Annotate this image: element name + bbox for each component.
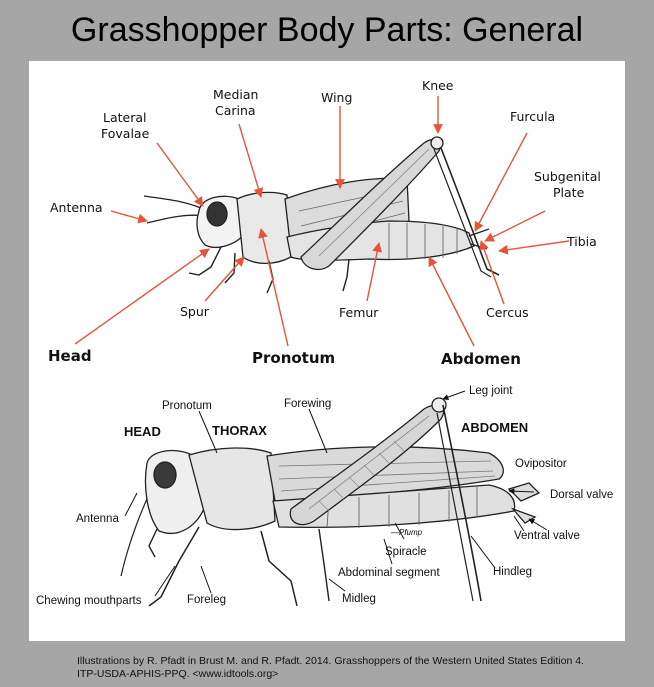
label-cercus: Cercus bbox=[486, 305, 529, 320]
label-foreleg: Foreleg bbox=[187, 594, 226, 606]
illustration-signature: —Pfump bbox=[390, 528, 423, 537]
label-abdomen-big: Abdomen bbox=[441, 350, 521, 368]
credit-line-2: ITP-USDA-APHIS-PPQ. <www.idtools.org> bbox=[77, 668, 279, 680]
label-section-abdomen: ABDOMEN bbox=[461, 420, 528, 435]
label-subgenital-plate-1: Subgenital bbox=[534, 169, 601, 184]
page-title: Grasshopper Body Parts: General bbox=[70, 10, 584, 49]
label-section-head: HEAD bbox=[124, 424, 161, 439]
label-forewing: Forewing bbox=[284, 398, 331, 410]
bottom-grasshopper-illustration bbox=[120, 397, 541, 607]
label-lateral-fovalae-1: Lateral bbox=[103, 110, 147, 125]
label-knee: Knee bbox=[422, 78, 454, 93]
label-median-carina-2: Carina bbox=[215, 103, 256, 118]
label-head-big: Head bbox=[48, 347, 92, 365]
label-hindleg: Hindleg bbox=[493, 566, 532, 578]
label-antenna-top: Antenna bbox=[50, 200, 103, 215]
label-subgenital-plate-2: Plate bbox=[553, 185, 585, 200]
top-arrows bbox=[74, 96, 570, 347]
diagram-svg: Lateral Fovalae Median Carina Wing Knee … bbox=[36, 78, 613, 607]
label-femur: Femur bbox=[339, 305, 379, 320]
label-pronotum-big: Pronotum bbox=[252, 349, 335, 367]
label-antenna-bottom: Antenna bbox=[76, 513, 119, 525]
label-ventral-valve: Ventral valve bbox=[514, 530, 580, 542]
label-spur: Spur bbox=[180, 304, 210, 319]
label-section-thorax: THORAX bbox=[212, 423, 267, 438]
label-chewing-mouthparts: Chewing mouthparts bbox=[36, 595, 142, 607]
label-lateral-fovalae-2: Fovalae bbox=[101, 126, 150, 141]
top-grasshopper-illustration bbox=[143, 136, 500, 294]
label-ovipositor: Ovipositor bbox=[515, 458, 567, 470]
label-midleg: Midleg bbox=[342, 593, 376, 605]
label-pronotum-small: Pronotum bbox=[162, 400, 212, 412]
label-wing: Wing bbox=[321, 90, 352, 105]
label-median-carina-1: Median bbox=[213, 87, 258, 102]
credit-line-1: Illustrations by R. Pfadt in Brust M. an… bbox=[77, 655, 584, 667]
label-furcula: Furcula bbox=[510, 109, 555, 124]
image-credit: Illustrations by R. Pfadt in Brust M. an… bbox=[77, 655, 584, 681]
label-leg-joint: Leg joint bbox=[469, 385, 513, 397]
label-abdominal-segment: Abdominal segment bbox=[338, 567, 440, 579]
label-spiracle: Spiracle bbox=[385, 546, 427, 558]
label-dorsal-valve: Dorsal valve bbox=[550, 489, 613, 501]
diagram-panel: Lateral Fovalae Median Carina Wing Knee … bbox=[29, 61, 625, 641]
bottom-pointers bbox=[124, 390, 548, 597]
label-tibia: Tibia bbox=[566, 234, 597, 249]
